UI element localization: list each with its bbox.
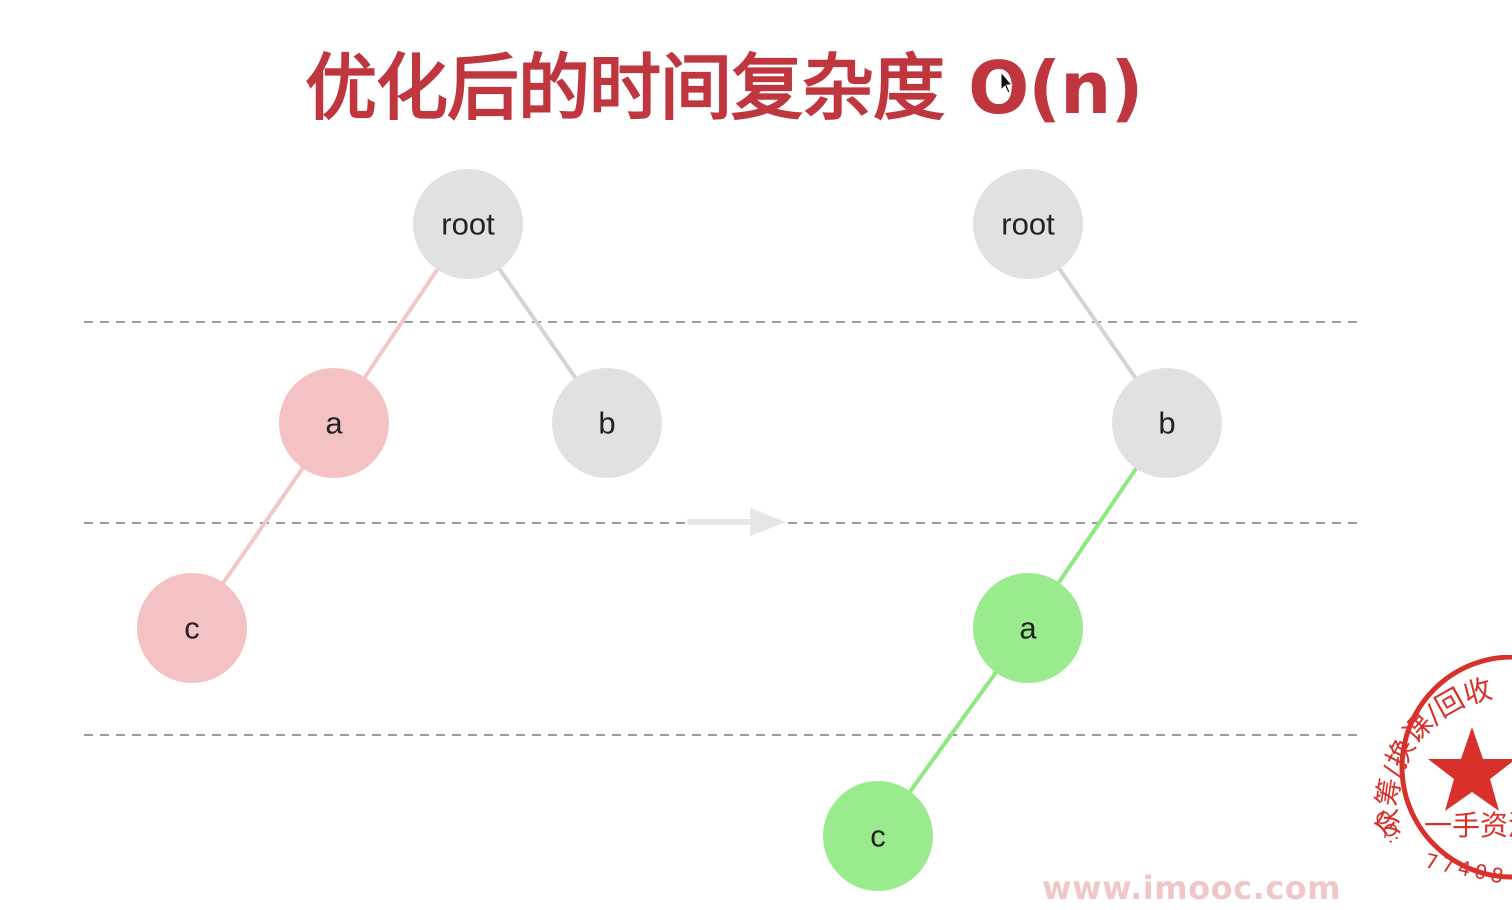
transform-arrow [687, 508, 786, 536]
node-circle [279, 368, 389, 478]
seal-stamp: 众筹/换课/回收 一手资源 QQ: 77408 [1370, 655, 1512, 889]
level-separators [84, 321, 1362, 736]
right-node-a: a [973, 573, 1083, 683]
left-tree: root a b c [137, 169, 662, 683]
node-label: c [870, 819, 886, 854]
node-circle [973, 169, 1083, 279]
node-circle [1112, 368, 1222, 478]
stamp-bottom-text: 一手资源 [1424, 809, 1512, 842]
right-node-b: b [1112, 368, 1222, 478]
node-label: c [184, 611, 200, 646]
node-label: root [441, 207, 495, 242]
left-node-c: c [137, 573, 247, 683]
left-node-b: b [552, 368, 662, 478]
right-node-root: root [973, 169, 1083, 279]
node-label: b [598, 406, 615, 441]
node-circle [552, 368, 662, 478]
watermark-url: www.imooc.com [1042, 869, 1341, 907]
node-label: b [1158, 406, 1175, 441]
stamp-numbers: 77408 [1423, 848, 1510, 889]
node-circle [413, 169, 523, 279]
node-label: a [1019, 611, 1037, 646]
star-icon [1428, 727, 1512, 811]
node-label: root [1001, 207, 1055, 242]
mouse-cursor-icon [1000, 70, 1014, 94]
left-node-root: root [413, 169, 523, 279]
node-circle [137, 573, 247, 683]
arrow-head-icon [750, 508, 786, 536]
right-tree: root b a c [823, 169, 1222, 891]
node-circle [823, 781, 933, 891]
node-circle [973, 573, 1083, 683]
stamp-ring [1399, 655, 1512, 880]
left-node-a: a [279, 368, 389, 478]
right-node-c: c [823, 781, 933, 891]
node-label: a [325, 406, 343, 441]
